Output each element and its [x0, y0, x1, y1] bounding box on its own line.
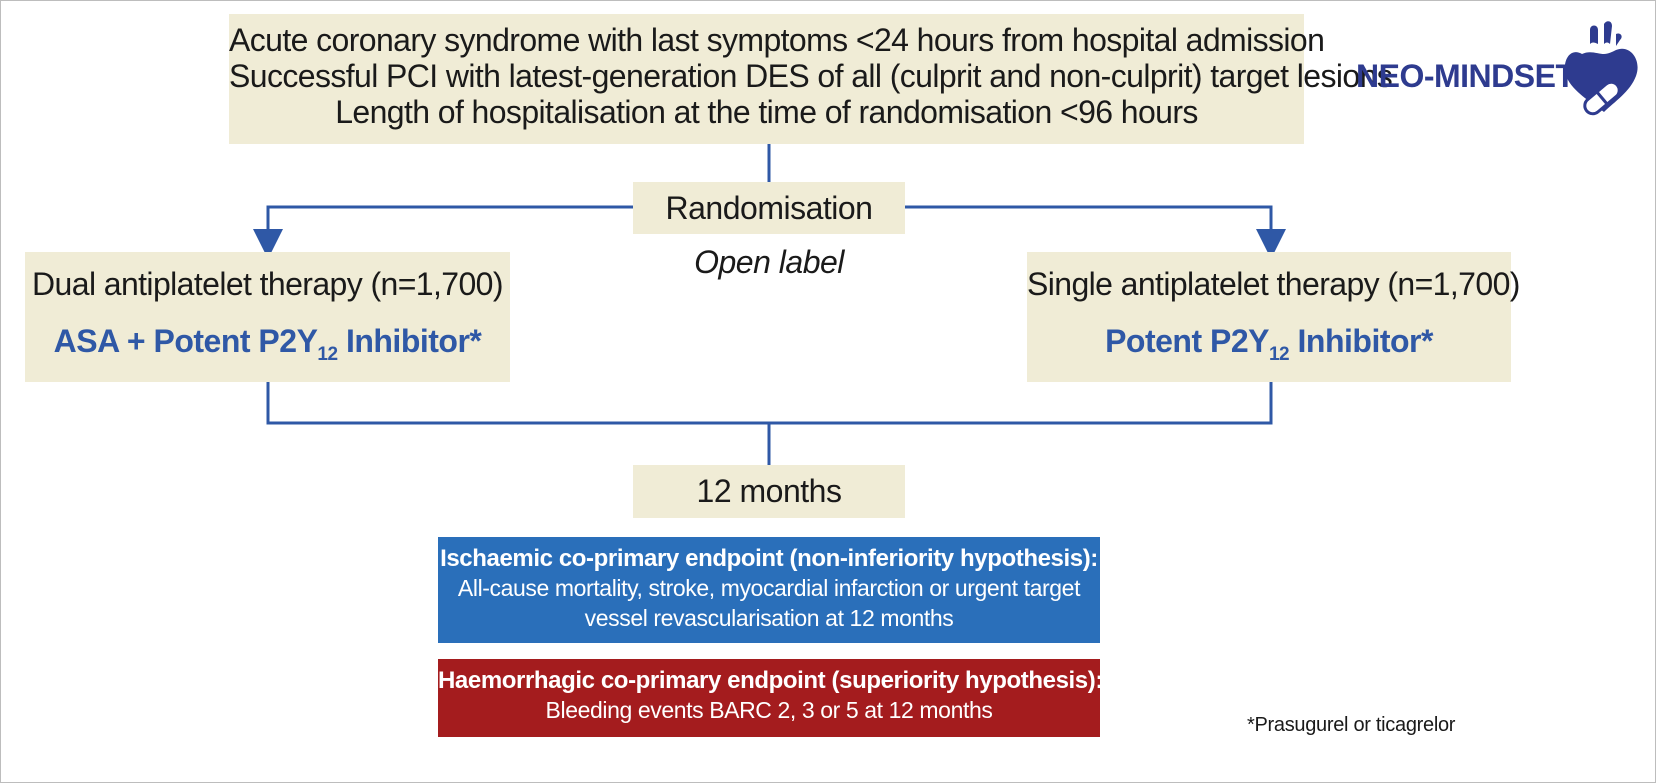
inclusion-criterion: Successful PCI with latest-generation DE…: [229, 58, 1393, 94]
followup-box: 12 months: [633, 465, 905, 518]
haemorrhagic-endpoint-title: Haemorrhagic co-primary endpoint (superi…: [438, 667, 1103, 694]
heart-pill-logo-icon: [1564, 21, 1638, 116]
footnote: *Prasugurel or ticagrelor: [1247, 714, 1456, 736]
inclusion-criterion: Acute coronary syndrome with last sympto…: [229, 22, 1325, 58]
sapt-arm-title: Single antiplatelet therapy (n=1,700): [1027, 266, 1520, 302]
dapt-drug-suffix: Inhibitor*: [337, 323, 482, 359]
trial-name: NEO-MINDSET: [1356, 58, 1575, 94]
connector-randomisation-to-dapt: [253, 205, 633, 259]
connector-arms-merge: [266, 382, 1273, 425]
sapt-drug-suffix: Inhibitor*: [1289, 323, 1434, 359]
dapt-arm-box: Dual antiplatelet therapy (n=1,700) ASA …: [25, 252, 510, 382]
sapt-drug-prefix: Potent P2Y: [1105, 323, 1269, 359]
sapt-drug-subscript: 12: [1268, 344, 1290, 365]
randomisation-box: Randomisation: [633, 182, 905, 234]
inclusion-criteria-box: Acute coronary syndrome with last sympto…: [229, 14, 1393, 144]
open-label-text: Open label: [694, 244, 844, 280]
dapt-drug-subscript: 12: [317, 344, 338, 365]
ischaemic-endpoint-title: Ischaemic co-primary endpoint (non-infer…: [440, 545, 1098, 572]
ischaemic-endpoint-description: All-cause mortality, stroke, myocardial …: [457, 575, 1081, 631]
haemorrhagic-endpoint-description: Bleeding events BARC 2, 3 or 5 at 12 mon…: [545, 697, 993, 723]
ischaemic-endpoint-box: Ischaemic co-primary endpoint (non-infer…: [438, 537, 1100, 643]
dapt-drug-prefix: ASA + Potent P2Y: [53, 323, 318, 359]
haemorrhagic-endpoint-box: Haemorrhagic co-primary endpoint (superi…: [438, 659, 1103, 737]
connector-randomisation-to-sapt: [905, 205, 1286, 259]
sapt-arm-drug: Potent P2Y12 Inhibitor*: [1027, 323, 1511, 366]
sapt-arm-box: Single antiplatelet therapy (n=1,700) Po…: [1027, 252, 1520, 382]
dapt-arm-title: Dual antiplatelet therapy (n=1,700): [32, 266, 503, 302]
inclusion-criterion: Length of hospitalisation at the time of…: [335, 94, 1198, 130]
dapt-arm-drug: ASA + Potent P2Y12 Inhibitor*: [25, 323, 510, 366]
